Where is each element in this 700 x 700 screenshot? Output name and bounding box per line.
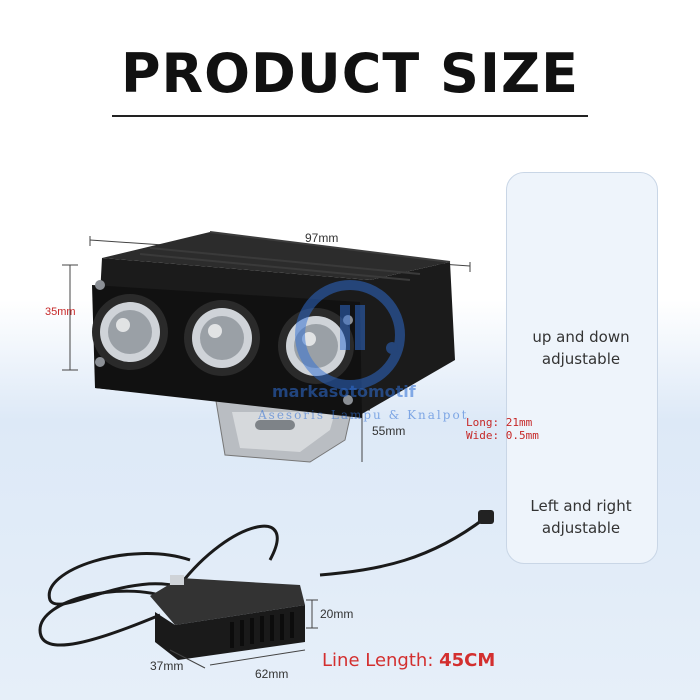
box-width-label: 62mm [255,667,289,681]
dimension-height-label: 35mm [45,306,76,318]
lamp-housing [92,231,455,418]
watermark-brand: markasotomotif [272,382,416,401]
up-down-line-1: up and down [532,328,630,346]
box-depth-label: 37mm [150,659,184,673]
title-underline [112,115,588,117]
left-right-line-2: adjustable [541,519,621,537]
page-title: PRODUCT SIZE [120,42,580,105]
left-right-line-1: Left and right [530,497,632,515]
line-length-label: Line Length: [322,650,434,671]
adjustment-panel [506,172,658,564]
line-length-text: Line Length: 45CM [322,650,495,671]
line-length-value: 45CM [439,650,496,671]
dimension-depth-label: 55mm [372,424,406,438]
left-right-caption: Left and right adjustable [506,495,656,539]
bracket-long-spec: Long: 21mm [466,416,533,429]
bracket-wide-spec: Wide: 0.5mm [466,429,539,442]
up-down-caption: up and down adjustable [506,326,656,370]
power-cable [38,516,486,647]
box-height-label: 20mm [320,607,354,621]
control-box [150,575,305,660]
dimension-width-label: 97mm [305,231,339,245]
cable-connector [478,510,494,524]
bracket-specs: Long: 21mm Wide: 0.5mm [466,416,539,442]
up-down-line-2: adjustable [541,350,621,368]
watermark-tagline: Asesoris Lampu & Knalpot [258,408,469,422]
